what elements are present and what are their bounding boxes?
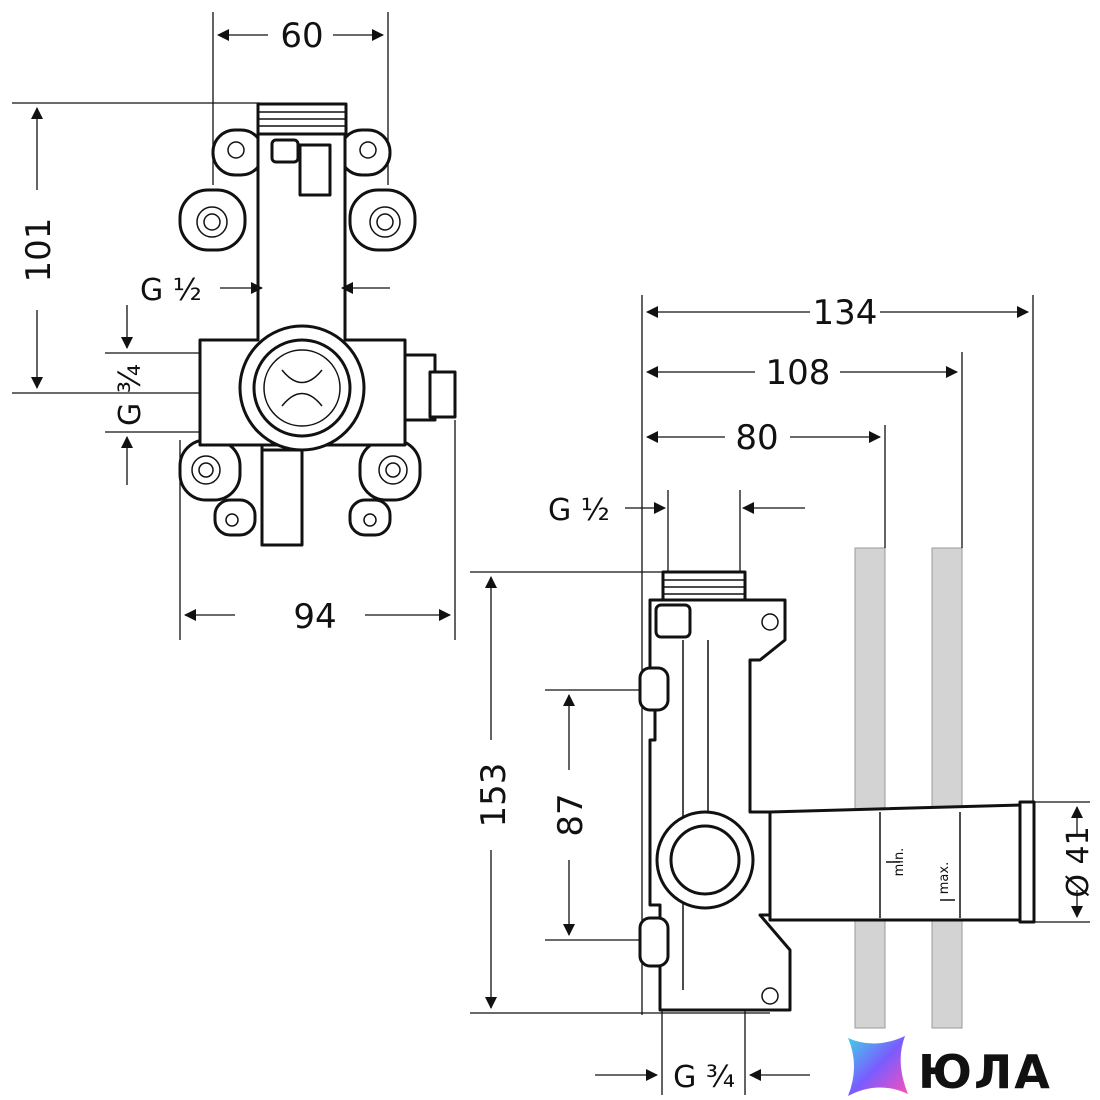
brand-logo: ЮЛА (848, 1036, 1052, 1099)
logo-text: ЮЛА (918, 1045, 1052, 1099)
valve-body-side (638, 570, 1036, 1012)
dim-width-bottom: 94 (293, 597, 336, 637)
thread-inlet-label: G ¾ (113, 364, 148, 426)
label-max: max. (937, 862, 952, 894)
thread-outlet-label: G ½ (140, 273, 202, 308)
dim-depth-min: 80 (735, 418, 778, 458)
side-thread-bottom-label: G ¾ (673, 1060, 735, 1095)
dim-width-top: 60 (280, 16, 323, 56)
dim-height-inlet-spacing: 87 (551, 793, 591, 836)
side-thread-outlet-label: G ½ (548, 493, 610, 528)
front-view: 60 101 G ½ G ¾ 94 (12, 12, 457, 640)
side-view: 134 108 80 G ½ 153 87 Ø 41 min. max. (470, 293, 1096, 1095)
dim-depth-total: 134 (813, 293, 878, 333)
logo-icon (848, 1036, 908, 1096)
wall-max (931, 547, 963, 1029)
valve-body-front (178, 102, 457, 547)
dim-depth-max: 108 (766, 353, 831, 393)
wall-min (854, 547, 886, 1029)
dim-height-total: 153 (474, 763, 514, 828)
dim-diameter: Ø 41 (1061, 826, 1096, 897)
dim-height: 101 (19, 218, 59, 283)
